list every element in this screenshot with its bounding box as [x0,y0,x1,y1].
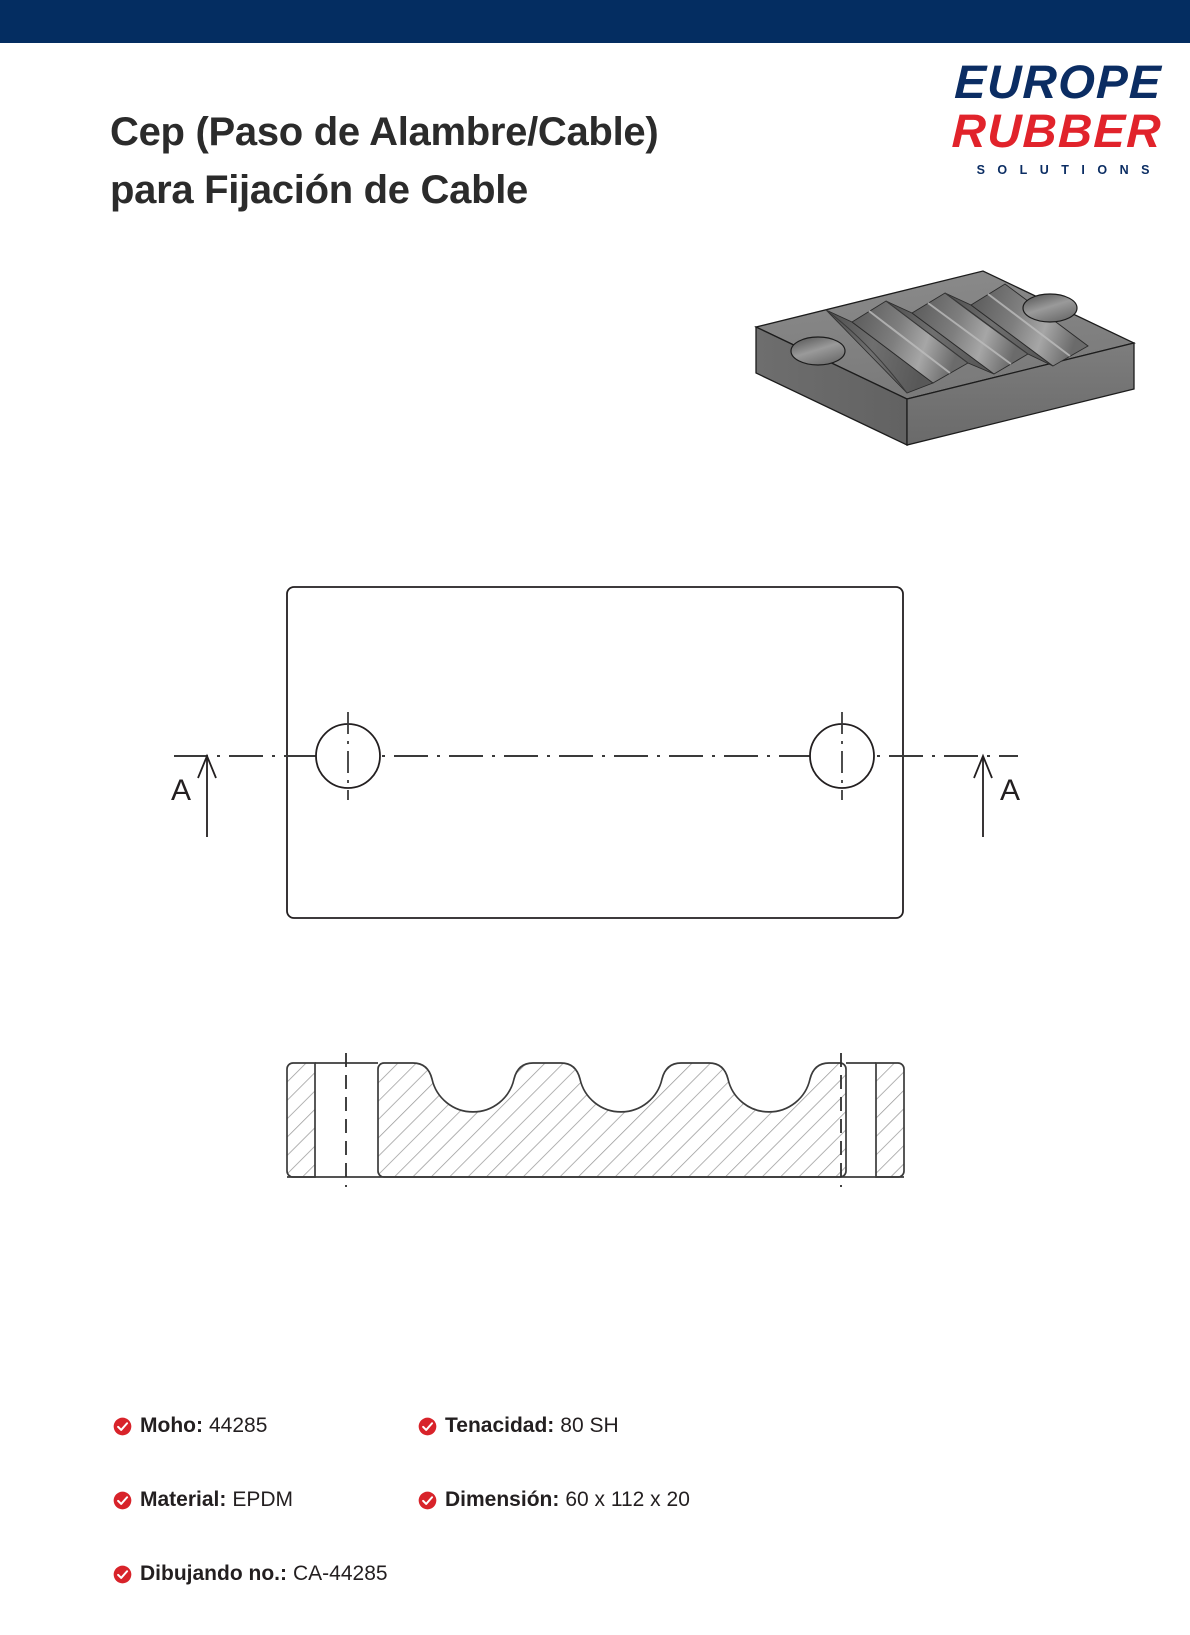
section-label-left: A [171,774,191,807]
check-circle-icon [113,1491,132,1510]
check-circle-icon [113,1417,132,1436]
render-hole-left [790,336,846,366]
section-right-band [875,1062,905,1178]
logo-text-europe: EUROPE [953,55,1163,108]
spec-value: 44285 [208,1414,268,1437]
spec-row: Moho: 44285 Tenacidad: 80 SH [113,1413,1093,1487]
spec-label: Tenacidad: [445,1414,555,1437]
page-title: Cep (Paso de Alambre/Cable) para Fijació… [110,110,659,212]
spec-item-tenacidad: Tenacidad: 80 SH [418,1413,619,1439]
section-main-body [377,1062,847,1178]
section-arrow-left: A [171,753,217,837]
product-3d-render [740,255,1150,470]
top-accent-bar [0,0,1190,43]
spec-value: EPDM [232,1488,294,1511]
top-view-hole-right [809,712,875,800]
spec-label: Material: [140,1488,227,1511]
logo-text-solutions: SOLUTIONS [976,162,1162,177]
render-hole-right [1022,293,1078,323]
company-logo: EUROPE RUBBER SOLUTIONS [892,55,1163,177]
technical-drawing-top-view: A A [160,565,1040,945]
top-view-hole-left [315,712,381,800]
section-label-right: A [1000,774,1020,807]
spec-item-moho: Moho: 44285 [113,1413,267,1439]
spec-value: CA-44285 [292,1562,388,1585]
top-view-outline [286,586,904,919]
spec-value: 80 SH [560,1414,619,1437]
spec-label: Dibujando no.: [140,1562,287,1585]
section-arrow-right: A [973,753,1020,837]
render-grooves [825,283,1089,394]
spec-item-dibujando-no: Dibujando no.: CA-44285 [113,1561,388,1587]
spec-item-dimension: Dimensión: 60 x 112 x 20 [418,1487,690,1513]
spec-value: 60 x 112 x 20 [565,1488,690,1511]
spec-row: Material: EPDM Dimensión: 60 x 112 x 20 [113,1487,1093,1561]
section-left-band [286,1062,316,1178]
spec-label: Moho: [140,1414,203,1437]
spec-label: Dimensión: [445,1488,560,1511]
spec-row: Dibujando no.: CA-44285 [113,1561,1093,1635]
check-circle-icon [418,1417,437,1436]
spec-item-material: Material: EPDM [113,1487,293,1513]
logo-text-rubber: RUBBER [951,103,1163,157]
specs-list: Moho: 44285 Tenacidad: 80 SH Material: E… [113,1413,1093,1635]
check-circle-icon [418,1491,437,1510]
check-circle-icon [113,1565,132,1584]
technical-drawing-section-view [260,1035,930,1200]
